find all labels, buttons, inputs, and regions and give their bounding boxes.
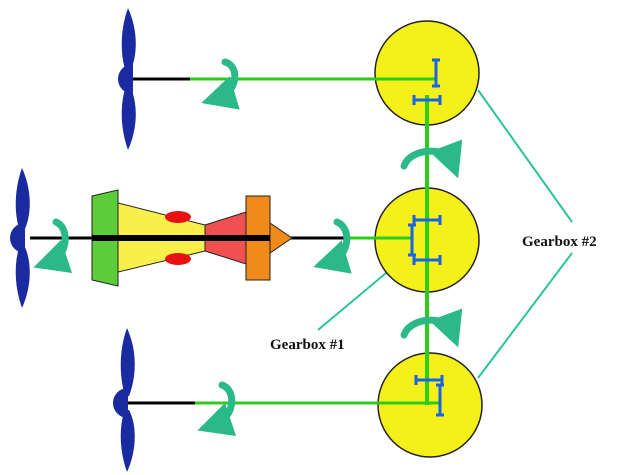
bottom-propeller <box>113 328 135 472</box>
middle-gears <box>408 215 442 265</box>
combustor-bottom <box>165 253 191 265</box>
lower-cross-rotation-icon <box>400 308 463 348</box>
gearbox1-label: Gearbox #1 <box>270 337 345 353</box>
middle-propeller <box>10 168 30 308</box>
middle-prop-rotation-icon <box>33 218 73 274</box>
rotation-arrows <box>33 58 463 437</box>
turbine-engine <box>91 189 293 287</box>
gearbox1-leader-line <box>317 267 393 331</box>
upper-cross-rotation-icon <box>400 139 463 179</box>
gearbox2-leader-lines <box>477 89 573 379</box>
bottom-gearbox <box>377 352 483 458</box>
top-propeller <box>118 8 136 150</box>
combustor-top <box>165 211 191 223</box>
top-shaft-rotation-icon <box>201 58 240 110</box>
engine-exhaust-cone <box>269 222 293 254</box>
gearbox2-label: Gearbox #2 <box>522 234 597 250</box>
engine-output-rotation-icon <box>313 218 352 274</box>
bottom-shaft-rotation-icon <box>197 381 237 437</box>
top-gears <box>412 58 442 105</box>
bottom-gears <box>414 375 444 417</box>
